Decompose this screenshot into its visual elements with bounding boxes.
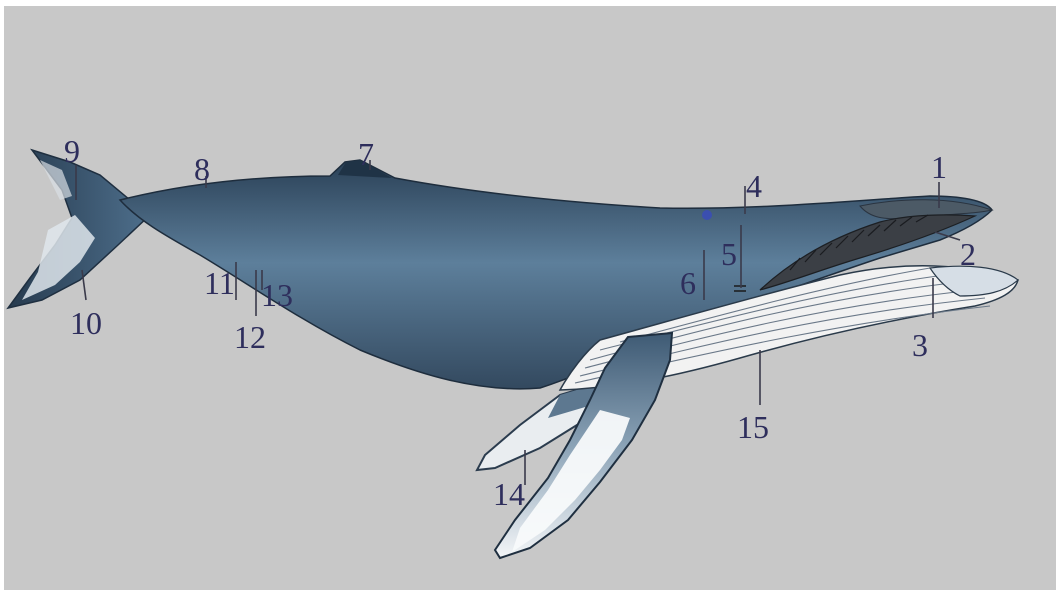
- label-2: 2: [960, 236, 976, 272]
- label-9: 9: [64, 133, 80, 169]
- label-12: 12: [234, 319, 266, 355]
- label-14: 14: [493, 476, 525, 512]
- label-3: 3: [912, 327, 928, 363]
- label-13: 13: [261, 277, 293, 313]
- blowhole-dot: [702, 210, 712, 220]
- label-10: 10: [70, 305, 102, 341]
- label-4: 4: [746, 168, 762, 204]
- label-8: 8: [194, 151, 210, 187]
- label-5: 5: [721, 236, 737, 272]
- label-1: 1: [931, 149, 947, 185]
- label-15: 15: [737, 409, 769, 445]
- label-7: 7: [358, 136, 374, 172]
- label-11: 11: [204, 265, 235, 301]
- label-6: 6: [680, 265, 696, 301]
